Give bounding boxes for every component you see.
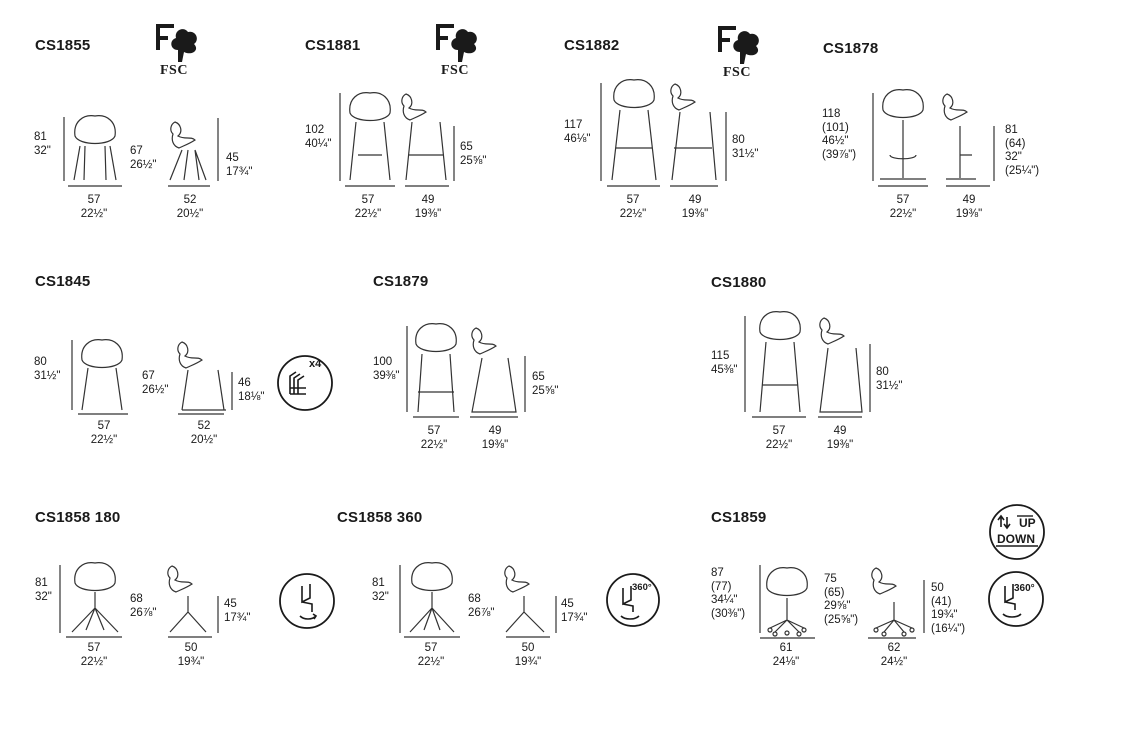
cs1855-front-view: [63, 115, 122, 187]
cs1858-360-side-view: [504, 565, 557, 638]
cs1858-360-front-view: [399, 562, 460, 638]
rotation-label: 360°: [1014, 583, 1035, 594]
product-code-cs1882: CS1882: [564, 37, 620, 54]
cs1858-180-side-view: [167, 565, 219, 638]
cs1879-side-view: [470, 327, 526, 418]
height-adjust-updown-icon: [989, 504, 1045, 560]
cs1881-front-view: [339, 92, 395, 187]
stackable-chairs-icon: [277, 355, 333, 411]
product-code-cs1858-360: CS1858 360: [337, 509, 423, 526]
cs1858-180-front-view: [59, 562, 122, 638]
product-code-cs1878: CS1878: [823, 40, 879, 57]
cs1878-front-view: [872, 89, 928, 187]
arm-dim: 50(41)19¾"(16¼"): [931, 582, 966, 635]
product-code-cs1880: CS1880: [711, 274, 767, 291]
product-code-cs1881: CS1881: [305, 37, 361, 54]
fsc-tree-logo-icon: [156, 24, 197, 62]
product-code-cs1858-180: CS1858 180: [35, 509, 121, 526]
cs1878-side-view: [942, 93, 995, 187]
product-code-cs1859: CS1859: [711, 509, 767, 526]
fsc-label: FSC: [723, 65, 751, 80]
height-dim: 87(77)34¼"(30⅜"): [711, 567, 746, 620]
cs1859-front-view: [759, 565, 815, 639]
fsc-tree-logo-icon: [436, 24, 477, 62]
rotation-label: 360°: [632, 582, 652, 593]
swivel-return-icon: [279, 573, 335, 629]
fsc-label: FSC: [441, 63, 469, 78]
cs1881-side-view: [401, 93, 455, 187]
fsc-label: FSC: [160, 63, 188, 78]
cs1882-front-view: [600, 79, 660, 187]
fsc-tree-logo-icon: [718, 26, 759, 64]
cs1880-front-view: [744, 311, 806, 418]
cs1845-front-view: [71, 339, 128, 415]
seat-dim: 81(64)32"(25¼"): [1005, 124, 1040, 177]
rotation-360-icon: [606, 573, 660, 627]
product-code-cs1845: CS1845: [35, 273, 91, 290]
cs1855-side-view: [168, 118, 219, 187]
down-label: DOWN: [997, 532, 1035, 546]
cs1859-side-view: [868, 567, 925, 639]
cs1845-side-view: [177, 341, 233, 415]
stack-count-label: x4: [309, 358, 322, 370]
cs1879-front-view: [406, 323, 459, 418]
height-dim: 118(101)46½"(39⅞"): [822, 108, 857, 161]
product-code-cs1879: CS1879: [373, 273, 429, 290]
seat-dim: 75(65)29⅝"(25⅝"): [824, 573, 859, 626]
cs1882-side-view: [670, 83, 727, 187]
product-code-cs1855: CS1855: [35, 37, 91, 54]
up-label: UP: [1019, 516, 1036, 530]
cs1880-side-view: [818, 317, 871, 418]
rotation-360-icon: [988, 571, 1044, 627]
